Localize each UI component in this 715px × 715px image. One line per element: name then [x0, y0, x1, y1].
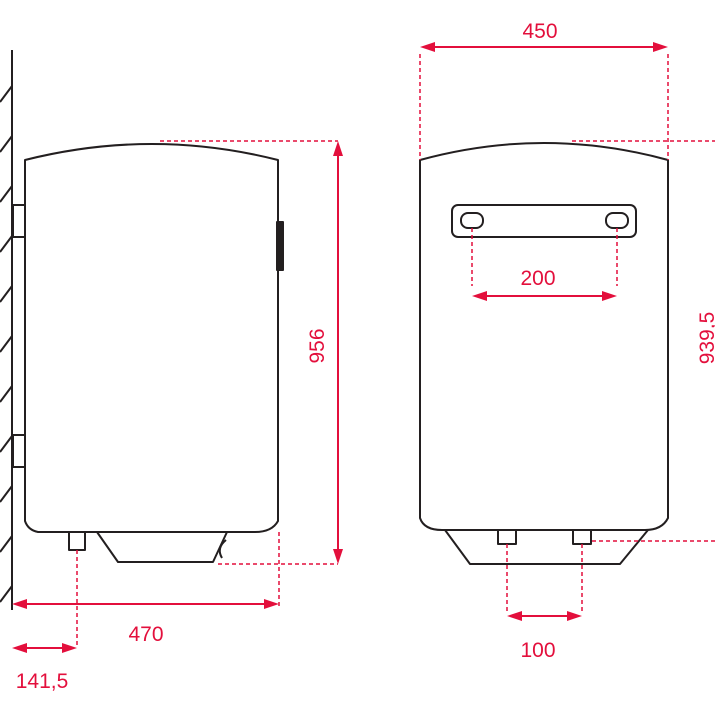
front-pipe-left: [497, 529, 517, 545]
front-bottom-cover: [444, 529, 649, 565]
mounting-plate: [451, 204, 637, 238]
wall: [0, 50, 13, 610]
mounting-hole-left: [460, 212, 484, 229]
thermostat-knob: [276, 221, 284, 271]
side-tank-body: [24, 143, 279, 533]
front-height-label: 939,5: [696, 312, 715, 365]
front-tank-body: [419, 142, 669, 531]
bracket-spacing-label: 200: [520, 267, 555, 290]
front-width-label: 450: [522, 20, 557, 43]
front-pipe-right: [572, 529, 592, 545]
pipe-spacing-label: 100: [520, 639, 555, 662]
side-height-label: 956: [306, 328, 329, 363]
front-view: [419, 142, 669, 565]
side-view: [0, 50, 284, 610]
front-dimension-lines: 450 200 939,5 100: [419, 20, 715, 662]
upper-bracket: [12, 204, 26, 238]
side-dimension-lines: 956 470 141,5: [12, 140, 343, 693]
pipe-offset-label: 141,5: [16, 670, 69, 693]
mounting-hole-right: [605, 212, 629, 229]
lower-bracket: [12, 434, 26, 468]
wall-hatching: [0, 85, 13, 603]
side-bottom-cover: [96, 531, 228, 563]
side-pipe: [68, 531, 86, 551]
drain-outlet: [218, 539, 227, 559]
side-depth-label: 470: [128, 623, 163, 646]
